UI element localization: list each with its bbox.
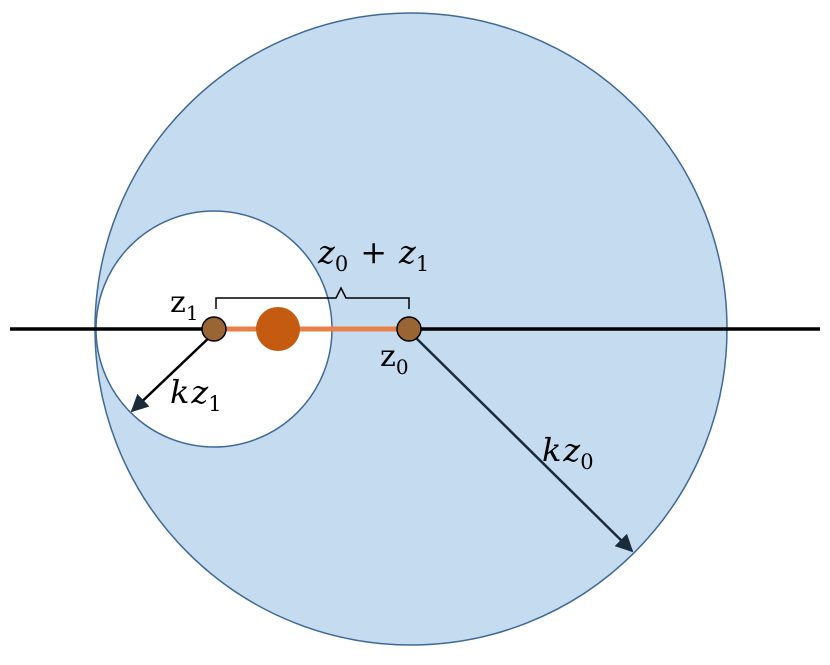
kz0-base: z xyxy=(562,431,581,469)
z1-point xyxy=(201,316,227,342)
z0-label: z0 xyxy=(380,339,409,379)
sum-a-base: z xyxy=(317,233,336,271)
center-dot xyxy=(256,307,300,351)
sum-b-base: z xyxy=(398,233,417,271)
kz1-k: k xyxy=(170,373,189,411)
z1-label: z1 xyxy=(170,285,199,325)
kz1-label: kz1 xyxy=(170,373,222,416)
kz1-sub: 1 xyxy=(208,392,221,416)
z0-label-sub: 0 xyxy=(396,355,409,379)
z1-label-sub: 1 xyxy=(186,301,199,325)
sum-op: + xyxy=(360,233,387,271)
z1-label-base: z xyxy=(170,285,186,320)
sum-a-sub: 0 xyxy=(335,252,348,276)
kz0-k: k xyxy=(542,431,561,469)
kz0-sub: 0 xyxy=(580,450,593,474)
sum-brace xyxy=(215,286,410,309)
kz1-base: z xyxy=(190,373,209,411)
z0-label-base: z xyxy=(380,339,396,374)
sum-b-sub: 1 xyxy=(416,252,429,276)
kz0-radius-arrow xyxy=(410,332,634,553)
sum-label: z0+z1 xyxy=(317,233,429,276)
kz0-label: kz0 xyxy=(542,431,594,474)
z0-point xyxy=(396,316,422,342)
kz1-radius-arrow xyxy=(130,332,215,413)
